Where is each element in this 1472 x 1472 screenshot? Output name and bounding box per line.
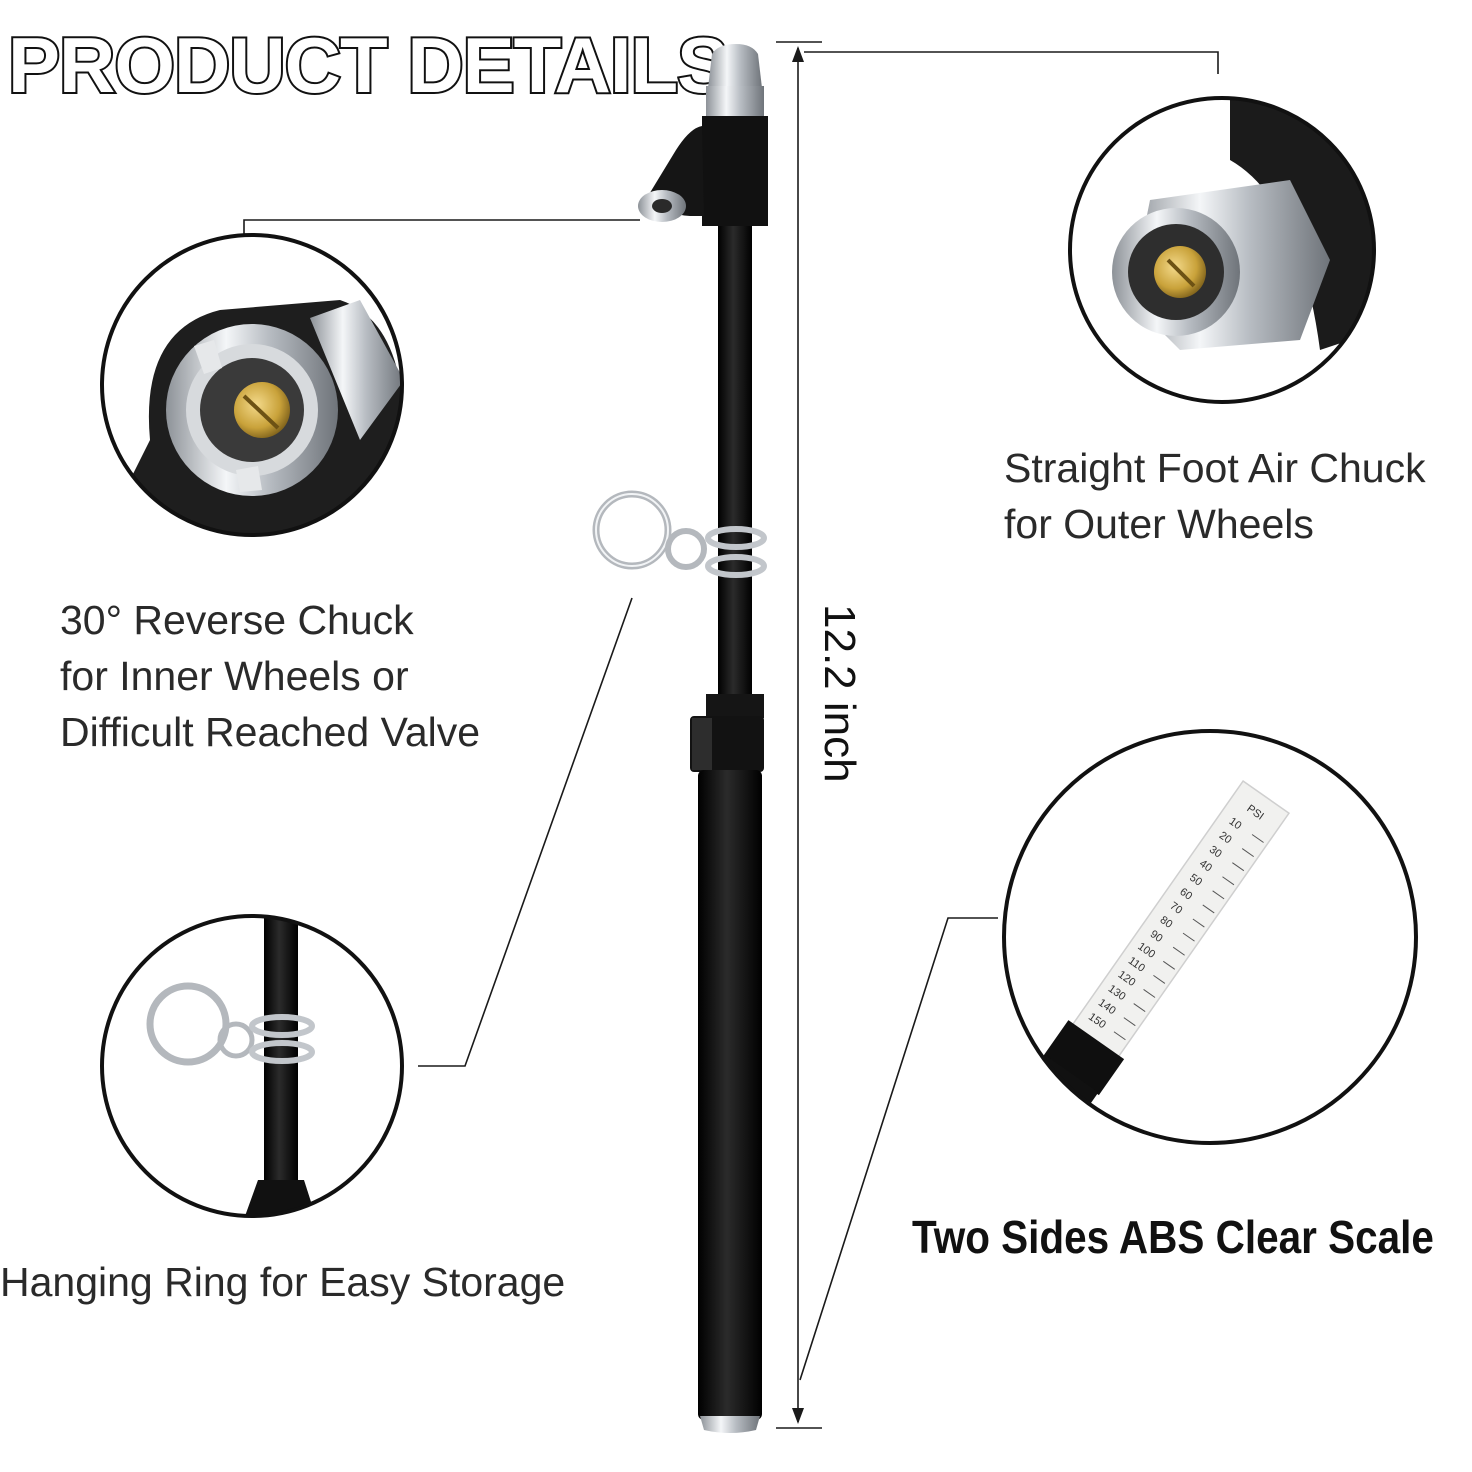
leader-scale xyxy=(799,917,998,1381)
scale-tick-label: 10 xyxy=(1227,815,1244,832)
dimension-line xyxy=(776,41,822,1429)
scale-tick-mark xyxy=(1113,1031,1126,1041)
caption-line: 30° Reverse Chuck xyxy=(60,597,414,643)
leader-reverse-chuck xyxy=(243,219,640,243)
scale-tick-label: 50 xyxy=(1187,872,1204,889)
scale-tick-label: 80 xyxy=(1158,914,1175,931)
scale-tick-label: 20 xyxy=(1217,829,1234,846)
scale-tick-mark xyxy=(1192,918,1205,928)
dimension-label: 12.2 inch xyxy=(815,604,864,783)
gauge-top-chuck xyxy=(708,44,762,88)
caption-reverse-chuck: 30° Reverse Chuck for Inner Wheels or Di… xyxy=(60,592,480,760)
scale-tick-mark xyxy=(1241,848,1254,858)
scale-tick-mark xyxy=(1212,890,1225,900)
caption-line: for Outer Wheels xyxy=(1004,501,1314,547)
scale-tick-mark xyxy=(1133,1003,1146,1012)
caption-line: Straight Foot Air Chuck xyxy=(1004,445,1426,491)
scale-tick-label: 70 xyxy=(1167,900,1184,917)
caption-line: Difficult Reached Valve xyxy=(60,709,481,755)
scale-tick-mark xyxy=(1172,946,1185,956)
scale-tick-label: 90 xyxy=(1148,928,1165,945)
caption-straight-chuck: Straight Foot Air Chuck for Outer Wheels xyxy=(1004,440,1426,552)
scale-tick-mark xyxy=(1123,1017,1136,1027)
scale-tick-label: 60 xyxy=(1177,886,1194,903)
gauge-head xyxy=(702,116,768,226)
scale-tick-mark xyxy=(1232,862,1245,872)
scale-tick-mark xyxy=(1163,960,1176,970)
page-title: PRODUCT DETAILS xyxy=(6,21,731,109)
scale-tick-mark xyxy=(1202,904,1215,914)
gauge-barrel xyxy=(698,770,762,1420)
scale-tick-mark xyxy=(1222,876,1235,886)
caption-hanging-ring: Hanging Ring for Easy Storage xyxy=(0,1259,566,1305)
detail-straight-chuck xyxy=(1068,96,1376,404)
leader-straight-chuck xyxy=(804,51,1219,74)
scale-tick-label: 30 xyxy=(1207,844,1224,861)
scale-tick-mark xyxy=(1143,989,1156,998)
leader-hanging-ring xyxy=(418,597,633,1067)
detail-hanging-ring xyxy=(100,914,404,1218)
scale-tick-mark xyxy=(1153,974,1166,984)
tire-gauge xyxy=(592,44,768,1433)
caption-line: for Inner Wheels or xyxy=(60,653,409,699)
gauge-upper-shaft xyxy=(718,226,752,700)
scale-tick-label: 40 xyxy=(1197,858,1214,875)
scale-tick-mark xyxy=(1182,932,1195,942)
caption-clear-scale: Two Sides ABS Clear Scale xyxy=(912,1211,1434,1263)
scale-tick-mark xyxy=(1251,834,1264,843)
detail-reverse-chuck xyxy=(100,233,404,537)
